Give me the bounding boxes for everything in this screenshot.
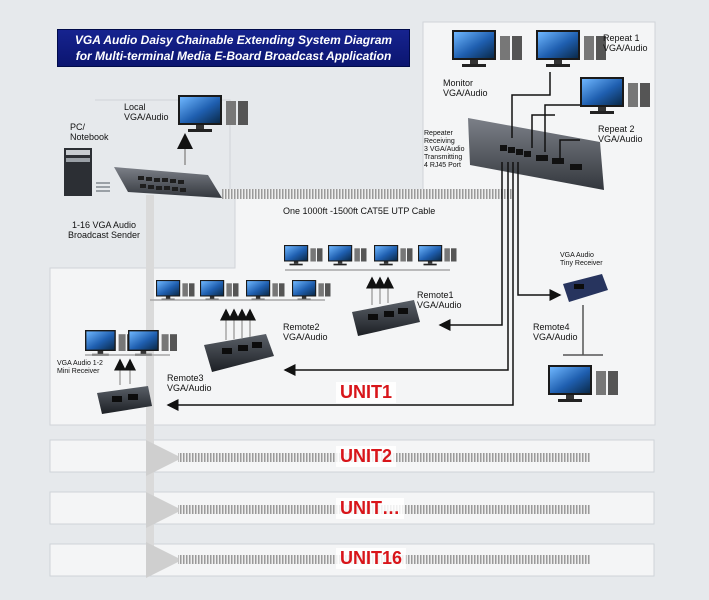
remote2-label: Remote2 VGA/Audio — [283, 322, 328, 342]
monitor-icon — [418, 245, 457, 266]
remote-feed-lines — [166, 162, 562, 411]
title-line-2: for Multi-terminal Media E-Board Broadca… — [75, 49, 392, 63]
cable-label: One 1000ft -1500ft CAT5E UTP Cable — [283, 206, 436, 216]
sender-label: 1-16 VGA Audio Broadcast Sender — [68, 220, 141, 240]
unit-2-label: UNIT2 — [336, 446, 397, 467]
remote3-receiver-icon — [97, 386, 152, 414]
repeater-label: Repeater Receiving 3 VGA/Audio Transmitt… — [424, 130, 465, 169]
diagram-title: VGA Audio Daisy Chainable Extending Syst… — [57, 29, 410, 67]
monitor-icon — [580, 77, 650, 114]
monitor-icon — [374, 245, 413, 266]
unit-16-label: UNIT16 — [336, 548, 407, 569]
remote4-label: Remote4 VGA/Audio — [533, 322, 578, 342]
monitor-icon — [452, 30, 522, 67]
tiny-receiver-label: VGA Audio Tiny Receiver — [560, 252, 603, 267]
monitor-icon — [284, 245, 323, 266]
monitor-icon — [548, 365, 618, 402]
unit-1-label: UNIT1 — [336, 382, 397, 403]
pc-label: PC/ Notebook — [70, 122, 109, 142]
monitor-icon — [328, 245, 367, 266]
monitor-icon — [156, 280, 195, 301]
repeater-device-icon — [468, 118, 604, 190]
mini-receiver-label: VGA Audio 1-2 Mini Receiver — [57, 360, 103, 375]
monitor-icon — [128, 330, 177, 356]
repeater-outputs — [511, 72, 580, 160]
cat5-cable — [222, 189, 512, 199]
remote3-label: Remote3 VGA/Audio — [167, 373, 212, 393]
remote1-receiver-icon — [352, 300, 420, 336]
trunk-line — [146, 195, 154, 565]
repeat2-label: Repeat 2 VGA/Audio — [598, 124, 643, 144]
monitor-group-bars — [85, 269, 450, 356]
pc-tower-icon — [64, 148, 110, 196]
title-line-1: VGA Audio Daisy Chainable Extending Syst… — [74, 33, 393, 47]
local-label: Local VGA/Audio — [124, 102, 169, 122]
monitor-icon — [292, 280, 331, 301]
monitor-label: Monitor VGA/Audio — [443, 78, 488, 98]
remote4-tiny-receiver-icon — [563, 274, 608, 302]
unit-more-label: UNIT… — [336, 498, 404, 519]
monitor-icon — [246, 280, 285, 301]
remote-up-arrows — [114, 276, 394, 385]
monitor-icon — [536, 30, 606, 67]
repeat1-label: Repeat 1 VGA/Audio — [603, 33, 648, 53]
monitor-icon — [178, 95, 248, 132]
remote2-receiver-icon — [204, 334, 274, 372]
broadcast-sender-icon — [114, 167, 222, 198]
remote1-label: Remote1 VGA/Audio — [417, 290, 462, 310]
